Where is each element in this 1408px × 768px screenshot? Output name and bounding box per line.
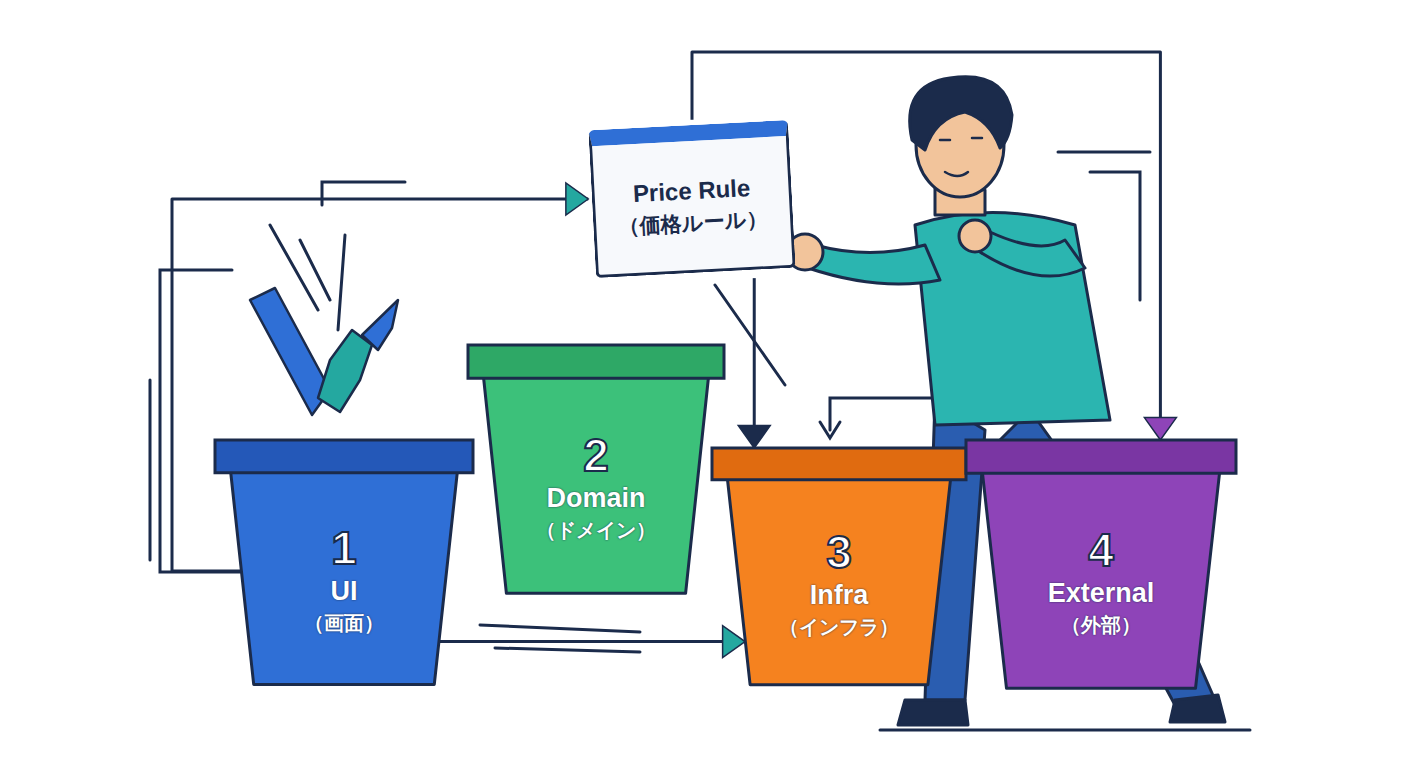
- layer-label: Infra: [810, 578, 869, 613]
- layer-label: （インフラ）: [779, 613, 899, 641]
- layer-bucket: 4External（外部）: [966, 440, 1236, 696]
- connector-line: [753, 278, 756, 448]
- card-label: Price Rule: [632, 171, 751, 211]
- flow-arrow: [738, 278, 770, 448]
- layer-label: External: [1048, 576, 1155, 611]
- arrowhead: [723, 626, 745, 658]
- layer-bucket: 3Infra（インフラ）: [712, 448, 966, 692]
- callout-number: 2: [583, 430, 609, 481]
- callout-number: 4: [1088, 525, 1114, 576]
- layer-bucket: 2Domain（ドメイン）: [468, 345, 724, 601]
- layer-label: UI: [331, 574, 358, 609]
- layer-label: （外部）: [1061, 611, 1141, 639]
- connector-line: [437, 640, 745, 643]
- flow-arrow: [437, 626, 745, 658]
- broken-shards: [250, 288, 398, 415]
- layer-label: Domain: [546, 481, 645, 516]
- layer-bucket: 1UI（画面）: [215, 440, 473, 692]
- arrowhead: [566, 183, 588, 215]
- layer-label: （ドメイン）: [536, 516, 656, 544]
- callout-number: 1: [331, 523, 357, 574]
- arrowhead: [738, 426, 770, 448]
- layer-label: （画面）: [304, 609, 384, 637]
- rule-card: Price Rule（価格ルール）: [588, 120, 795, 278]
- arrowhead: [1144, 418, 1176, 440]
- callout-number: 3: [826, 527, 852, 578]
- card-label: （価格ルール）: [618, 204, 768, 241]
